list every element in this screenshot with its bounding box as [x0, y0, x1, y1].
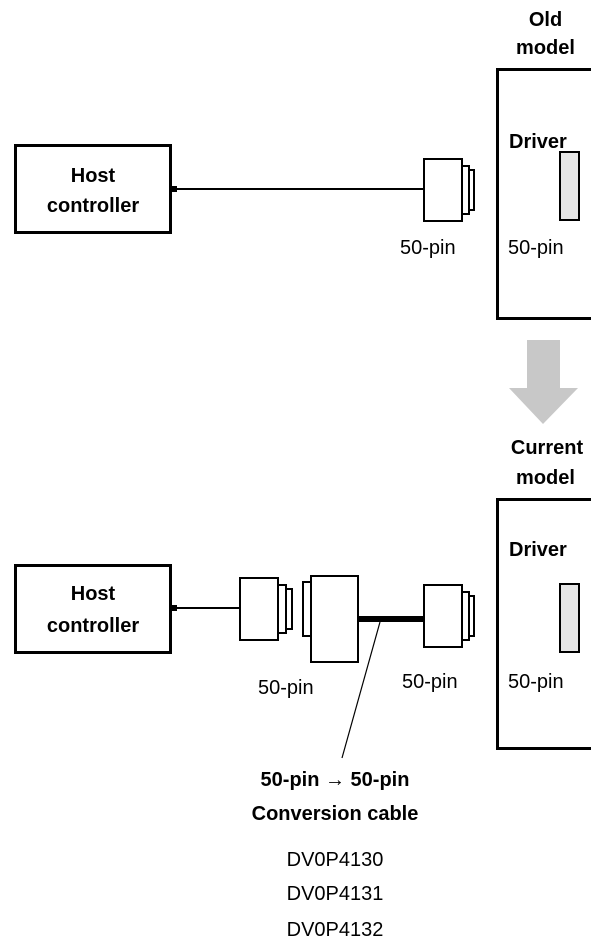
old-model-label-line1: Old: [528, 9, 563, 31]
current-host-controller-box: [14, 564, 172, 654]
conversion-leader-line: [341, 621, 381, 759]
current-model-label-line2: model: [516, 467, 575, 489]
old-host-port: [172, 186, 177, 192]
old-driver-socket: [559, 151, 580, 221]
old-cable-connector-label: 50-pin: [400, 237, 456, 259]
down-arrow-icon: [509, 340, 578, 424]
old-host-controller-box: [14, 144, 172, 234]
conversion-cable-title-line2: Conversion cable: [251, 803, 419, 825]
current-host-side-connector-label: 50-pin: [258, 677, 314, 699]
old-driver-connector-label: 50-pin: [508, 237, 564, 259]
current-cable-connector-label: 50-pin: [402, 671, 458, 693]
current-host-line2: controller: [46, 615, 140, 637]
part-number-2: DV0P4131: [286, 883, 384, 905]
old-host-line2: controller: [46, 195, 140, 217]
old-host-line1: Host: [70, 165, 116, 187]
part-number-3: DV0P4132: [286, 919, 384, 941]
current-cable-connector: [423, 584, 475, 648]
part-number-1: DV0P4130: [286, 849, 384, 871]
current-host-port: [172, 605, 177, 611]
conversion-cable-title-line1: 50-pin → 50-pin: [260, 769, 410, 791]
conversion-cable: [358, 616, 424, 622]
current-model-label-line1: Current: [510, 437, 584, 459]
current-driver-label: Driver: [509, 539, 567, 561]
conversion-cable-connector: [302, 575, 359, 663]
old-cable-connector: [423, 158, 475, 222]
current-driver-connector-label: 50-pin: [508, 671, 564, 693]
old-driver-label: Driver: [509, 131, 567, 153]
old-model-label-line2: model: [516, 37, 575, 59]
current-host-line1: Host: [70, 583, 116, 605]
current-driver-socket: [559, 583, 580, 653]
current-host-side-connector: [239, 577, 293, 641]
